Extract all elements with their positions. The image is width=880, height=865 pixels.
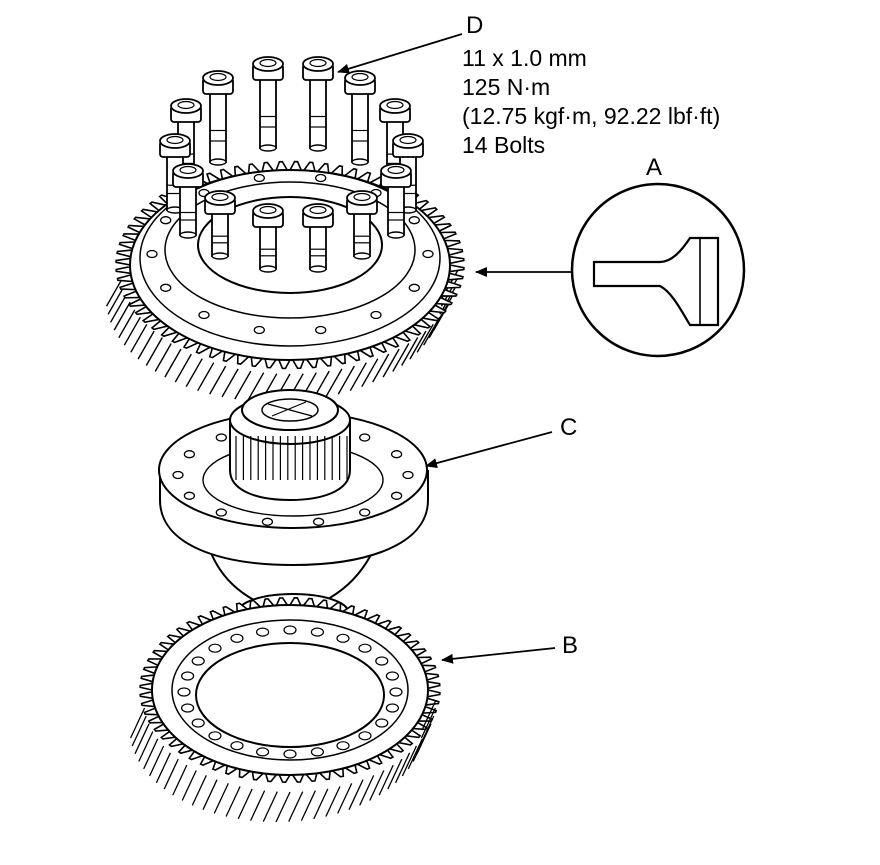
spec-torque: 125 N·m — [462, 74, 551, 100]
leader-d — [337, 33, 463, 74]
leader-b — [441, 647, 556, 664]
bolt — [302, 203, 334, 273]
bolt — [252, 203, 284, 273]
bolt — [172, 163, 204, 239]
spec-torque-alt: (12.75 kgf·m, 92.22 lbf·ft) — [462, 103, 721, 129]
label-c: C — [560, 414, 578, 441]
lower-gear — [130, 596, 441, 823]
bolt-spec: 11 x 1.0 mm 125 N·m (12.75 kgf·m, 92.22 … — [462, 44, 720, 160]
spec-count: 14 Bolts — [462, 132, 546, 158]
label-b: B — [562, 632, 579, 659]
bolt — [202, 70, 234, 166]
leader-c — [425, 431, 553, 468]
bolt — [302, 56, 334, 152]
gear-tooth-profile — [592, 236, 720, 327]
bolt — [344, 70, 376, 166]
bolt — [346, 190, 378, 260]
spec-thread: 11 x 1.0 mm — [462, 45, 587, 71]
bolt — [380, 163, 412, 239]
bolt — [204, 190, 236, 260]
bolt-group — [159, 56, 424, 273]
leader-lines — [337, 33, 572, 664]
label-d: D — [466, 12, 484, 39]
label-a: A — [646, 154, 663, 181]
detail-a-circle — [570, 182, 746, 358]
bolt — [252, 56, 284, 152]
